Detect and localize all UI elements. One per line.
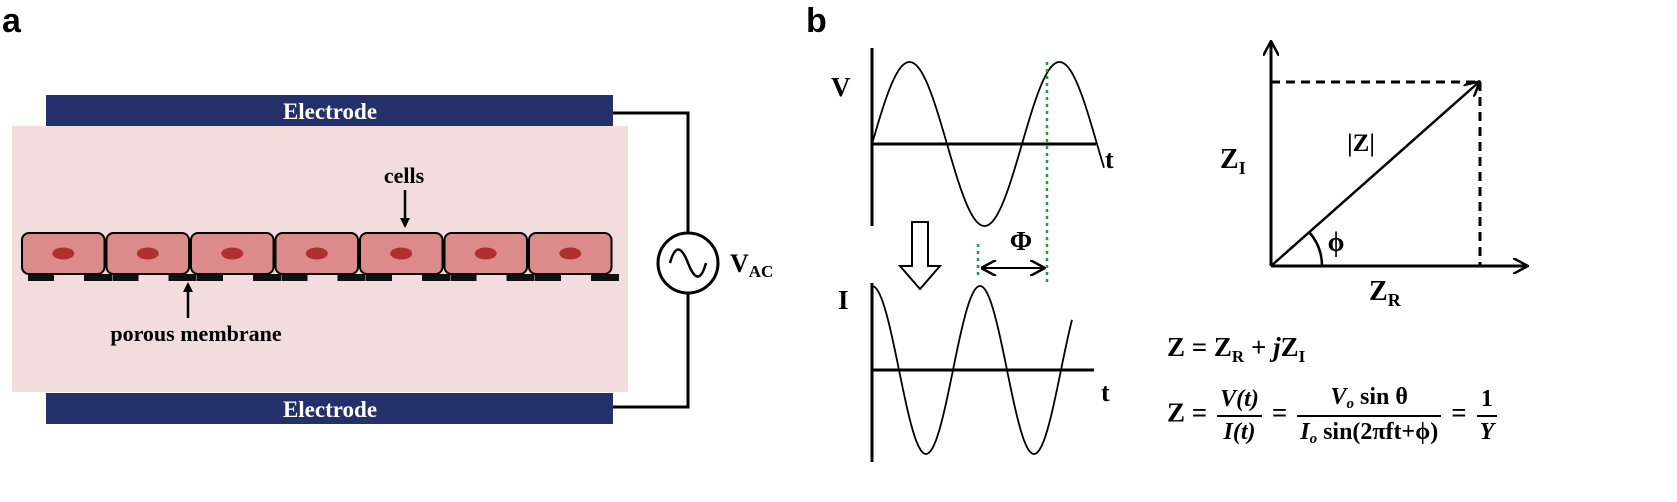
top-electrode-label: Electrode — [283, 99, 377, 124]
membrane-pore — [506, 274, 535, 281]
membrane-pore — [281, 274, 308, 281]
membrane-pore — [422, 274, 450, 281]
membrane-pore — [168, 274, 197, 281]
cell-nucleus — [52, 247, 75, 260]
cell-nucleus — [474, 247, 497, 260]
cell-nucleus — [221, 247, 244, 260]
impedance-vector — [1270, 82, 1479, 267]
fraction-sinusoid: Vo sin θ Io sin(2πft+ϕ) — [1297, 384, 1442, 448]
membrane-pore — [253, 274, 281, 281]
membrane-pore — [535, 274, 561, 281]
real-component-label: ZR — [1369, 276, 1402, 310]
angle-label: ϕ — [1328, 227, 1345, 257]
impedance-equation: Z = ZR + jZI — [1167, 332, 1306, 366]
impedance-expansion-equation: Z = V(t) I(t) = Vo sin θ Io sin(2πft+ϕ) … — [1167, 384, 1501, 448]
phase-label: Φ — [1010, 226, 1032, 256]
current-axis-label: I — [838, 285, 849, 315]
cell-nucleus — [305, 247, 328, 260]
bottom-electrode-label: Electrode — [283, 397, 377, 422]
top-electrode — [46, 95, 613, 126]
membrane-pore — [28, 274, 54, 281]
bottom-electrode — [46, 393, 613, 424]
cell-layer — [21, 232, 619, 281]
voltage-t-label: t — [1105, 145, 1114, 174]
membrane-pore — [366, 274, 392, 281]
cells-label: cells — [384, 163, 425, 188]
panel-label-b: b — [806, 2, 827, 40]
sine-wave-icon — [668, 248, 708, 278]
cell-nucleus — [559, 247, 582, 260]
membrane-label: porous membrane — [110, 321, 282, 346]
voltage-axis-label: V — [831, 72, 851, 102]
voltage-wave — [871, 61, 1105, 227]
membrane-pore — [450, 274, 477, 281]
membrane-pore — [112, 274, 139, 281]
membrane-pore — [197, 274, 223, 281]
membrane-pore — [591, 274, 619, 281]
transform-arrow-icon — [897, 221, 943, 291]
current-wave — [871, 285, 1073, 455]
cell-nucleus — [390, 247, 413, 260]
imag-component-label: ZI — [1220, 144, 1246, 178]
cell-nucleus — [136, 247, 159, 260]
current-t-label: t — [1101, 378, 1110, 407]
panel-label-a: a — [2, 2, 21, 40]
phase-angle-arc — [1308, 231, 1324, 267]
circuit-wire — [613, 111, 690, 409]
fraction-admittance: 1 Y — [1476, 386, 1498, 446]
vac-label: VAC — [730, 249, 773, 281]
membrane-pore — [84, 274, 112, 281]
magnitude-label: |Z| — [1347, 130, 1375, 157]
fraction-v-over-i: V(t) I(t) — [1217, 386, 1262, 446]
membrane-pore — [337, 274, 366, 281]
